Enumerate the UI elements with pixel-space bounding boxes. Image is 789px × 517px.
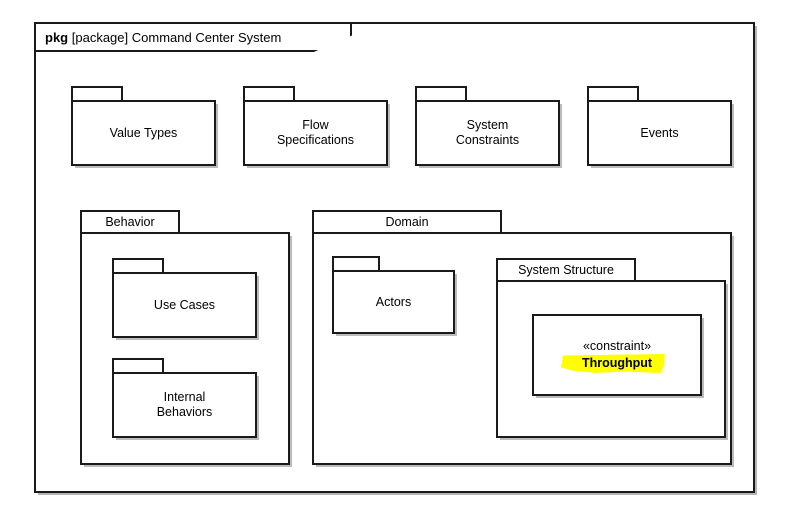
constraint-block-throughput[interactable]: «constraint» Throughput: [532, 314, 702, 396]
package-tab-domain: Domain: [312, 210, 502, 234]
diagram-name: Command Center System: [131, 29, 282, 45]
package-body-domain: Actors System Structure «constraint»: [312, 232, 732, 465]
package-tab: [112, 358, 164, 374]
package-tab: [332, 256, 380, 272]
package-tab-system-structure: System Structure: [496, 258, 636, 282]
package-label: System Constraints: [455, 118, 520, 147]
package-label: Value Types: [109, 125, 178, 140]
diagram-frame-title: pkg [package] Command Center System: [36, 31, 281, 44]
package-tab: [243, 86, 295, 102]
package-label: Events: [640, 125, 679, 140]
package-label: Flow Specifications: [276, 118, 355, 147]
package-system-constraints[interactable]: System Constraints: [415, 86, 560, 166]
package-system-structure[interactable]: System Structure «constraint» Throughput: [496, 258, 726, 438]
package-events[interactable]: Events: [587, 86, 732, 166]
package-tab-label: System Structure: [518, 262, 614, 277]
package-body: Flow Specifications: [243, 100, 388, 166]
package-label: Use Cases: [153, 297, 216, 312]
package-flow-specifications[interactable]: Flow Specifications: [243, 86, 388, 166]
constraint-name: Throughput: [581, 356, 653, 370]
package-tab-label: Behavior: [105, 214, 155, 229]
package-domain[interactable]: Domain Actors System Structure: [312, 210, 732, 465]
package-tab: [415, 86, 467, 102]
package-body: Internal Behaviors: [112, 372, 257, 438]
package-internal-behaviors[interactable]: Internal Behaviors: [112, 358, 257, 438]
package-tab: [587, 86, 639, 102]
package-body: Use Cases: [112, 272, 257, 338]
package-tab-behavior: Behavior: [80, 210, 180, 234]
yellow-highlight-marker: [560, 354, 665, 373]
package-body: Value Types: [71, 100, 216, 166]
package-tab: [112, 258, 164, 274]
package-body: Events: [587, 100, 732, 166]
package-tab: [71, 86, 123, 102]
package-body: System Constraints: [415, 100, 560, 166]
package-value-types[interactable]: Value Types: [71, 86, 216, 166]
package-body-system-structure: «constraint» Throughput: [496, 280, 726, 438]
package-behavior[interactable]: Behavior Use Cases Internal Behaviors: [80, 210, 290, 465]
package-use-cases[interactable]: Use Cases: [112, 258, 257, 338]
constraint-name-highlight-wrap: Throughput: [560, 354, 665, 373]
package-actors[interactable]: Actors: [332, 256, 455, 334]
diagram-keyword: pkg: [45, 29, 69, 45]
package-tab-label: Domain: [385, 214, 429, 229]
package-body-behavior: Use Cases Internal Behaviors: [80, 232, 290, 465]
package-diagram-frame: pkg [package] Command Center System Valu…: [34, 22, 755, 493]
package-label: Actors: [375, 294, 412, 309]
package-label: Internal Behaviors: [156, 390, 213, 419]
constraint-stereotype: «constraint»: [582, 339, 652, 353]
package-body: Actors: [332, 270, 455, 334]
diagram-frame-tab: pkg [package] Command Center System: [34, 22, 352, 52]
diagram-type: [package]: [71, 29, 129, 45]
